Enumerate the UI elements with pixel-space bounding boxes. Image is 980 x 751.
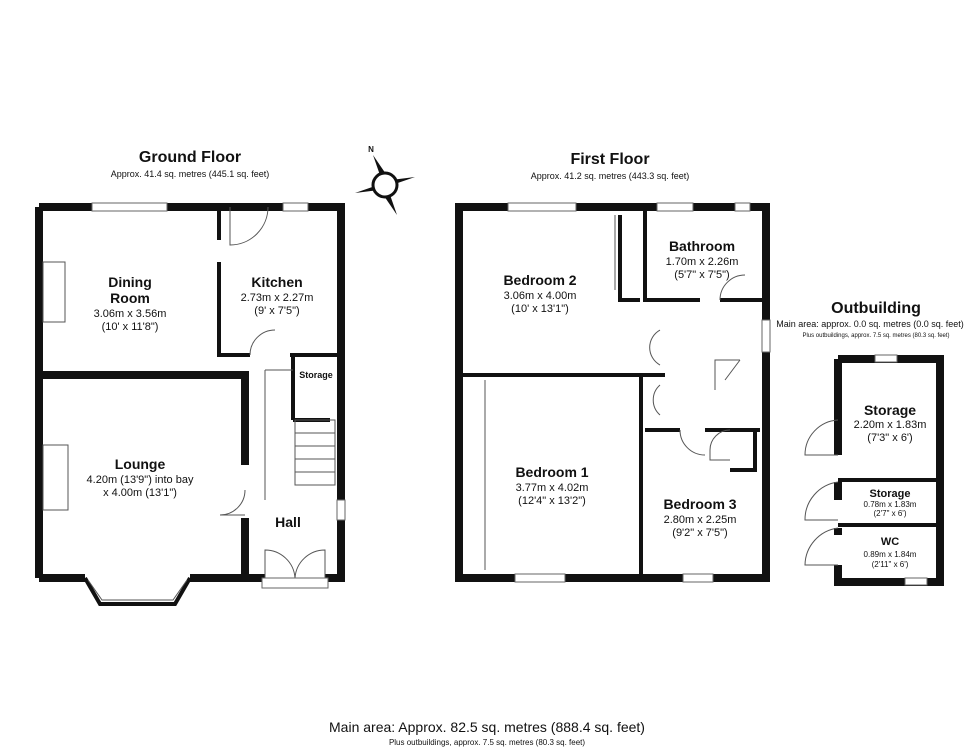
- bay-window: [83, 577, 192, 606]
- room-label-dining: Dining: [108, 274, 152, 290]
- room-dims: (10' x 13'1"): [511, 303, 569, 315]
- room-label-bedroom-2: Bedroom 2: [503, 272, 576, 288]
- door: [719, 274, 746, 301]
- outbuilding: Outbuilding Main area: approx. 0.0 sq. m…: [776, 300, 964, 586]
- room-label-storage: Storage: [299, 370, 333, 380]
- north-label: N: [368, 145, 374, 154]
- outbuilding-title: Outbuilding: [831, 300, 921, 317]
- room-label-storage: Storage: [870, 488, 911, 500]
- room-label-bedroom-3: Bedroom 3: [663, 496, 736, 512]
- window: [336, 499, 346, 521]
- room-dims: 2.20m x 1.83m: [854, 419, 927, 431]
- door: [804, 481, 839, 521]
- room-label-dining: Room: [110, 290, 150, 306]
- outbuilding-sub-area: Plus outbuildings, approx. 7.5 sq. metre…: [802, 333, 949, 339]
- front-door: [264, 549, 326, 579]
- room-label-storage: Storage: [864, 402, 916, 418]
- room-label-kitchen: Kitchen: [251, 274, 302, 290]
- room-dims: (2'7" x 6'): [873, 509, 906, 518]
- door: [679, 429, 706, 456]
- room-label-wc: WC: [881, 536, 899, 548]
- compass-rose-icon: N: [355, 145, 415, 215]
- door: [229, 206, 269, 246]
- room-dims: (12'4" x 13'2"): [518, 495, 586, 507]
- ground-floor-area: Approx. 41.4 sq. metres (445.1 sq. feet): [111, 169, 270, 179]
- footer-outbuildings-area: Plus outbuildings, approx. 7.5 sq. metre…: [389, 738, 585, 747]
- door: [249, 329, 276, 356]
- room-dims: (2'11" x 6'): [872, 560, 909, 569]
- window: [282, 202, 309, 212]
- first-floor-title: First Floor: [570, 151, 649, 168]
- footer-main-area: Main area: Approx. 82.5 sq. metres (888.…: [329, 719, 645, 735]
- room-dims: 0.89m x 1.84m: [864, 550, 917, 559]
- room-dims: 3.06m x 4.00m: [504, 290, 577, 302]
- room-dims: 4.20m (13'9") into bay: [87, 474, 194, 486]
- staircase: [264, 369, 336, 500]
- room-dims: (10' x 11'8"): [102, 321, 159, 333]
- room-dims: 3.77m x 4.02m: [516, 482, 589, 494]
- ground-floor-outer-wall: [39, 203, 345, 582]
- room-dims: 2.80m x 2.25m: [664, 514, 737, 526]
- room-label-bedroom-1: Bedroom 1: [515, 464, 588, 480]
- door: [652, 384, 661, 416]
- room-label-hall: Hall: [275, 514, 301, 530]
- room-dims: x 4.00m (13'1"): [103, 487, 177, 499]
- first-floor: First Floor Approx. 41.2 sq. metres (443…: [455, 151, 771, 583]
- door: [709, 429, 731, 461]
- room-dims: 1.70m x 2.26m: [666, 256, 739, 268]
- room-dims: (7'3" x 6'): [867, 432, 912, 444]
- ground-floor-title: Ground Floor: [139, 149, 241, 166]
- staircase: [714, 359, 741, 390]
- first-floor-area: Approx. 41.2 sq. metres (443.3 sq. feet): [531, 171, 690, 181]
- door: [649, 329, 661, 366]
- room-dims: (9' x 7'5"): [254, 305, 299, 317]
- room-label-bathroom: Bathroom: [669, 238, 735, 254]
- room-label-lounge: Lounge: [115, 456, 166, 472]
- room-dims: 3.06m x 3.56m: [94, 308, 167, 320]
- outbuilding-area: Main area: approx. 0.0 sq. metres (0.0 s…: [776, 319, 964, 329]
- room-dims: (9'2" x 7'5"): [672, 527, 727, 539]
- ground-floor: Ground Floor Approx. 41.4 sq. metres (44…: [35, 149, 346, 606]
- room-dims: 2.73m x 2.27m: [241, 292, 314, 304]
- door: [804, 527, 839, 566]
- room-dims: 0.78m x 1.83m: [864, 500, 917, 509]
- door: [804, 419, 839, 456]
- room-dims: (5'7" x 7'5"): [674, 269, 729, 281]
- window: [91, 202, 168, 212]
- outbuilding-wall: [834, 355, 944, 586]
- door: [219, 489, 246, 516]
